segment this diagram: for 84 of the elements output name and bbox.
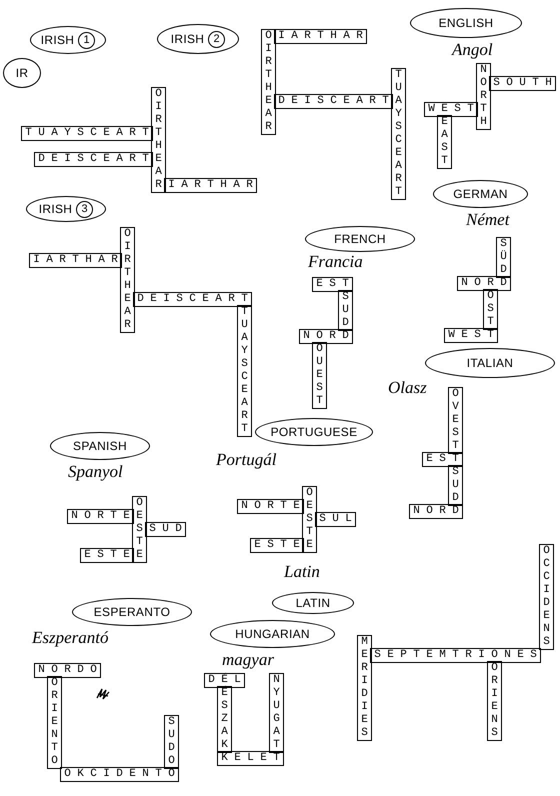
word-strip: NORDO	[35, 664, 100, 677]
word-strip: EST	[313, 278, 352, 291]
word-strip: ORIENS	[488, 662, 501, 740]
word-strip: DEISCEART	[275, 95, 392, 108]
language-name: HUNGARIAN	[235, 626, 310, 643]
word-strip: OIRTHEAR	[262, 30, 275, 134]
word-strip: OKCIDENTO	[61, 768, 178, 781]
word-strip: NORTE	[68, 510, 133, 523]
word-strip: ESTE	[81, 549, 133, 562]
language-name: FRENCH	[334, 231, 386, 248]
word-strip: OVEST	[449, 388, 462, 453]
word-strip: NYUGAT	[270, 674, 283, 752]
word-strip: IARTHAR	[165, 179, 256, 192]
word-strip: SUDO	[165, 716, 178, 768]
language-ellipse	[30, 26, 106, 54]
word-strip: NORD	[410, 505, 462, 518]
handwritten-label: Francia	[308, 252, 363, 272]
word-strip: SEPTEMTRIONES	[371, 649, 540, 662]
handwritten-label: Eszperantó	[32, 628, 108, 648]
language-name: IRISH	[40, 32, 74, 49]
word-strip: OUEST	[313, 343, 326, 408]
word-strip: SUL	[316, 513, 355, 526]
language-ellipse	[425, 348, 555, 378]
word-strip: OIRTHEAR	[121, 228, 134, 332]
word-strip: IARTHAR	[275, 30, 366, 43]
circled-number: 2	[208, 30, 226, 48]
language-ellipse	[157, 24, 239, 54]
word-strip: KELET	[218, 752, 283, 765]
language-name: IR	[16, 65, 28, 82]
word-strip: TUAYSCEART	[238, 306, 251, 436]
word-strip: SUD	[146, 523, 185, 536]
word-strip: OIRTHEAR	[152, 88, 165, 192]
handwritten-label: Portugál	[216, 450, 276, 470]
circled-number: 3	[76, 200, 94, 218]
language-ellipse	[272, 592, 354, 614]
language-name: PORTUGUESE	[270, 424, 358, 441]
word-strip: NORTH	[477, 64, 490, 129]
word-strip: MERIDIES	[358, 636, 371, 740]
word-strip: DEISCEART	[35, 153, 152, 166]
word-strip: ORIENTO	[48, 677, 61, 768]
word-strip: NORD	[458, 277, 510, 290]
language-ellipse	[305, 226, 415, 252]
language-name: IRISH	[170, 31, 204, 48]
word-strip: DÉL	[205, 674, 244, 687]
word-strip: SÜD	[497, 238, 510, 277]
language-name: ESPERANTO	[94, 604, 170, 621]
word-strip: OESTE	[303, 487, 316, 552]
word-strip: DEISCEART	[134, 293, 251, 306]
language-name: GERMAN	[453, 186, 508, 203]
word-strip: TUAYSCEART	[22, 127, 152, 140]
handwritten-label: Spanyol	[68, 462, 123, 482]
word-strip: ÉSZAK	[218, 687, 231, 752]
language-name: ENGLISH	[438, 15, 494, 32]
circled-label	[3, 58, 41, 88]
language-ellipse	[26, 196, 106, 222]
language-ellipse	[72, 598, 192, 626]
handwritten-label: Angol	[452, 40, 493, 60]
language-name: IRISH	[38, 201, 72, 218]
word-strip: ESTE	[251, 539, 303, 552]
handwritten-label: Latin	[284, 562, 320, 582]
word-strip: OESTE	[133, 497, 146, 562]
language-name: SPANISH	[73, 438, 127, 455]
language-name: LATIN	[296, 595, 330, 612]
language-ellipse	[210, 620, 335, 648]
word-strip: OST	[484, 290, 497, 329]
word-strip: EST	[423, 453, 462, 466]
language-name: ITALIAN	[466, 355, 514, 372]
language-ellipse	[410, 8, 522, 38]
language-ellipse	[50, 432, 150, 460]
handwritten-label: magyar	[222, 650, 274, 670]
word-strip: IARTHAR	[30, 254, 121, 267]
handwritten-label: Olasz	[388, 378, 427, 398]
circled-number: 1	[78, 32, 96, 48]
word-strip: EAST	[438, 116, 451, 168]
word-strip: NORTE	[238, 500, 303, 513]
word-strip: OCCIDENS	[540, 545, 553, 649]
word-strip: NORD	[300, 330, 352, 343]
word-strip: TUAYSCEART	[392, 69, 405, 199]
handwritten-label: Német	[466, 210, 510, 230]
word-strip: WEST	[445, 329, 497, 342]
language-ellipse	[433, 180, 528, 208]
word-strip: WEST	[425, 103, 477, 116]
language-ellipse	[255, 418, 373, 446]
word-strip: SOUTH	[490, 77, 555, 90]
